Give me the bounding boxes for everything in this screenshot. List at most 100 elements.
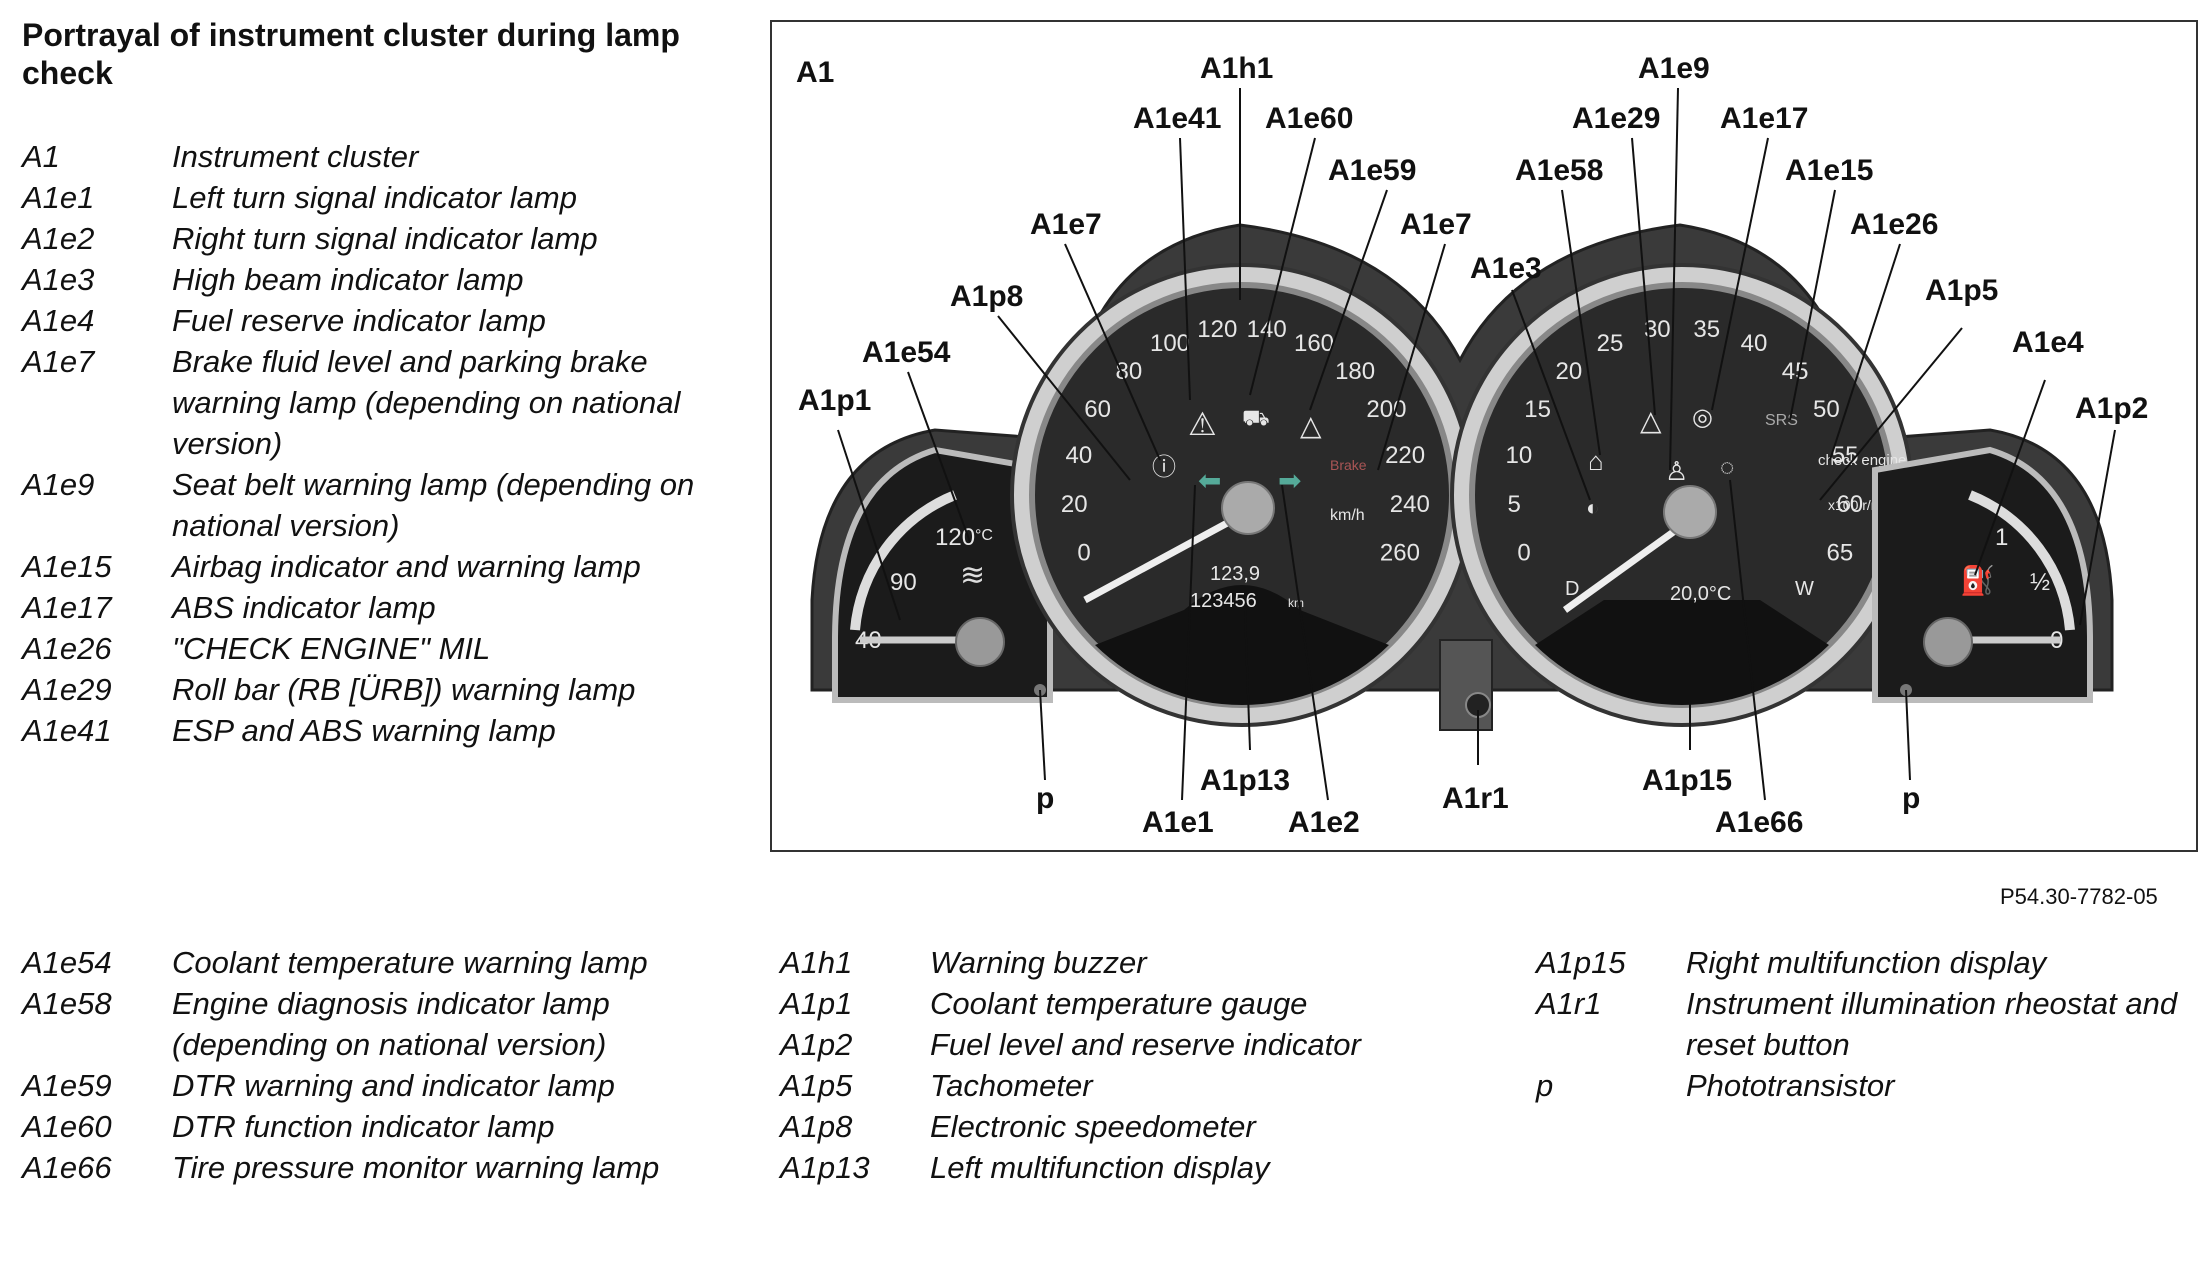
legend-main-row: A1e41 ESP and ABS warning lamp	[22, 710, 712, 751]
rpm-tick-label: 40	[1741, 330, 1768, 357]
rpm-tick-label: 60	[1836, 491, 1863, 518]
legend-bottom-right-row: A1p15 Right multifunction display	[1536, 942, 2196, 983]
legend-code: A1p8	[780, 1109, 853, 1144]
legend-description: Instrument illumination rheostat and res…	[1686, 986, 2178, 1062]
legend-description: DTR warning and indicator lamp	[172, 1068, 615, 1103]
legend-description: High beam indicator lamp	[172, 262, 524, 297]
coolant-unit: °C	[975, 527, 993, 544]
legend-description: ESP and ABS warning lamp	[172, 713, 556, 748]
legend-description: Left multifunction display	[930, 1150, 1270, 1185]
legend-code: A1e41	[22, 713, 112, 748]
brake-text: Brake	[1330, 457, 1367, 473]
speed-tick-label: 20	[1061, 491, 1088, 518]
legend-description: Tachometer	[930, 1068, 1093, 1103]
legend-code: A1e29	[22, 672, 112, 707]
coolant-temperature-icon: ≋	[960, 558, 985, 593]
legend-code: A1e3	[22, 262, 95, 297]
label-a1e54: A1e54	[862, 336, 951, 369]
esp-warning-icon: ⚠	[1188, 406, 1217, 442]
coolant-gauge: 40 90 120 °C ≋	[832, 446, 1053, 703]
label-a1e29: A1e29	[1572, 102, 1660, 135]
legend-description: Coolant temperature warning lamp	[172, 945, 648, 980]
label-a1e58: A1e58	[1515, 154, 1603, 187]
legend-code: A1e60	[22, 1109, 112, 1144]
legend-description: Right multifunction display	[1686, 945, 2047, 980]
rpm-tick-label: 15	[1524, 396, 1551, 423]
rpm-needle	[1562, 517, 1693, 613]
speed-tick-label: 60	[1084, 396, 1111, 423]
legend-code: A1e17	[22, 590, 112, 625]
rpm-tick-label: 20	[1556, 358, 1583, 385]
rpm-hub	[1663, 485, 1717, 539]
leader-lines	[837, 87, 2116, 801]
legend-main-row: A1e29 Roll bar (RB [ÜRB]) warning lamp	[22, 669, 712, 710]
abs-icon: ◎	[1692, 404, 1713, 431]
legend-description: Warning buzzer	[930, 945, 1147, 980]
trip-display: 123,9	[1210, 563, 1260, 585]
legend-description: Brake fluid level and parking brake warn…	[172, 344, 681, 461]
odometer-display: 123456	[1190, 590, 1257, 612]
legend-description: "CHECK ENGINE" MIL	[172, 631, 491, 666]
fuel-tick-half: ½	[2030, 569, 2050, 596]
legend-code: A1p1	[780, 986, 853, 1021]
legend-code: A1e1	[22, 180, 95, 215]
legend-description: Roll bar (RB [ÜRB]) warning lamp	[172, 672, 636, 707]
label-a1p5: A1p5	[1925, 274, 1998, 307]
legend-description: Airbag indicator and warning lamp	[172, 549, 641, 584]
speed-tick-label: 200	[1366, 396, 1406, 423]
speed-tick-label: 240	[1390, 491, 1430, 518]
legend-code: A1p5	[780, 1068, 853, 1103]
page-title: Portrayal of instrument cluster during l…	[22, 17, 680, 91]
rpm-tick-label: 25	[1597, 330, 1624, 357]
label-p-right: p	[1902, 782, 1920, 815]
legend-description: Right turn signal indicator lamp	[172, 221, 598, 256]
label-a1e4: A1e4	[2012, 326, 2084, 359]
odometer-unit: km	[1288, 596, 1304, 610]
rpm-tick-label: 55	[1832, 442, 1859, 469]
legend-description: DTR function indicator lamp	[172, 1109, 555, 1144]
coolant-hub	[955, 617, 1005, 667]
speed-tick-label: 260	[1380, 540, 1420, 567]
legend-code: A1p13	[780, 1150, 870, 1185]
label-a1e17: A1e17	[1720, 102, 1808, 135]
legend-code: A1e54	[22, 945, 112, 980]
speed-tick-label: 100	[1150, 330, 1190, 357]
rpm-tick-label: 50	[1813, 396, 1840, 423]
label-a1e7-right: A1e7	[1400, 208, 1472, 241]
label-a1p2: A1p2	[2075, 392, 2148, 425]
label-a1e7-left: A1e7	[1030, 208, 1102, 241]
legend-code: A1e15	[22, 549, 112, 584]
left-turn-arrow-icon: ⬅	[1198, 465, 1221, 496]
rpm-tick-label: 45	[1782, 358, 1809, 385]
check-engine-text: check engine	[1818, 452, 1906, 469]
legend-description: Fuel reserve indicator lamp	[172, 303, 546, 338]
label-a1e26: A1e26	[1850, 208, 1938, 241]
legend-code: A1p15	[1536, 945, 1626, 980]
rpm-tick-label: 5	[1508, 491, 1521, 518]
rpm-tick-label: 65	[1827, 540, 1854, 567]
legend-description: ABS indicator lamp	[172, 590, 436, 625]
label-a1e41: A1e41	[1133, 102, 1221, 135]
label-a1p13: A1p13	[1200, 764, 1290, 797]
legend-description: Fuel level and reserve indicator	[930, 1027, 1361, 1062]
legend-description: Left turn signal indicator lamp	[172, 180, 577, 215]
fuel-hub	[1923, 617, 1973, 667]
legend-code: A1e26	[22, 631, 112, 666]
legend-bottom-left-row: A1e54 Coolant temperature warning lamp	[22, 942, 712, 983]
rpm-tick-label: 0	[1517, 540, 1530, 567]
legend-description: Phototransistor	[1686, 1068, 1895, 1103]
